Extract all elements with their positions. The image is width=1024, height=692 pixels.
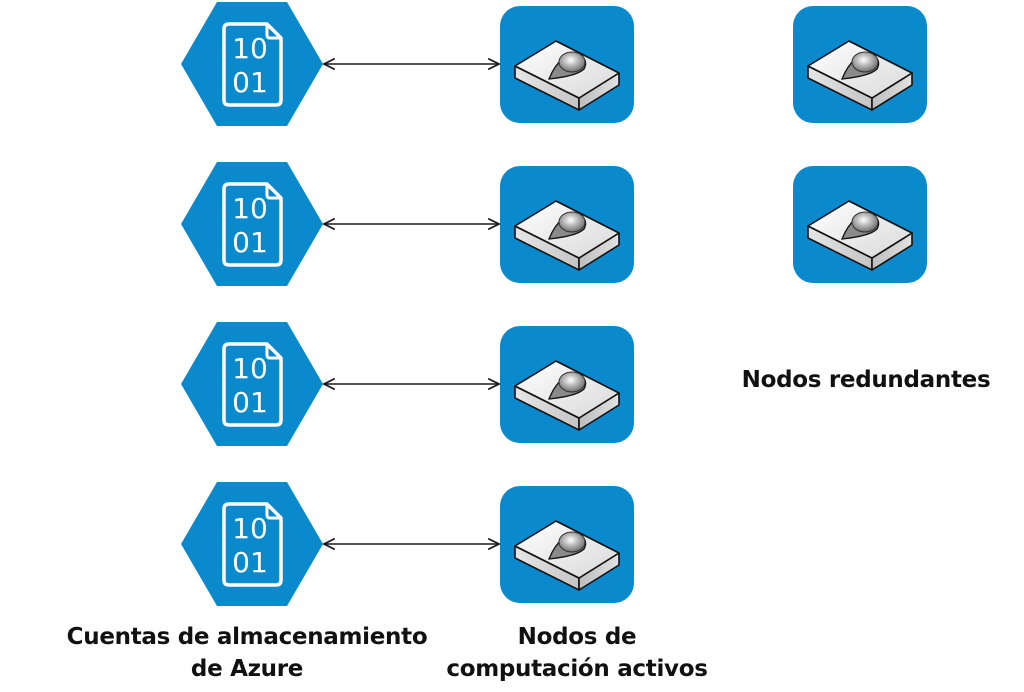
bidirectional-arrow bbox=[322, 57, 502, 71]
storage-label-line2: de Azure bbox=[190, 656, 304, 682]
binary-text-line2: 01 bbox=[232, 226, 268, 259]
binary-text-line1: 10 bbox=[232, 352, 268, 385]
compute-node-icon bbox=[793, 6, 927, 123]
active-compute-node bbox=[500, 6, 634, 123]
redundant-nodes-label: Nodos redundantes bbox=[741, 367, 991, 393]
binary-text-line1: 10 bbox=[232, 32, 268, 65]
binary-text-line2: 01 bbox=[232, 546, 268, 579]
active-label-line2: computación activos bbox=[446, 656, 708, 682]
storage-accounts-label: Cuentas de almacenamiento de Azure bbox=[54, 621, 440, 685]
storage-label-line1: Cuentas de almacenamiento bbox=[66, 624, 428, 650]
bidirectional-arrow bbox=[322, 377, 502, 391]
active-nodes-label: Nodos de computación activos bbox=[432, 621, 722, 685]
compute-node-icon bbox=[793, 166, 927, 283]
binary-text-line2: 01 bbox=[232, 386, 268, 419]
active-compute-node bbox=[500, 326, 634, 443]
bidirectional-arrow bbox=[322, 217, 502, 231]
compute-node-icon bbox=[500, 6, 634, 123]
active-compute-node bbox=[500, 166, 634, 283]
redundant-compute-node bbox=[793, 166, 927, 283]
redundant-compute-node bbox=[793, 6, 927, 123]
bidirectional-arrow bbox=[322, 537, 502, 551]
compute-node-icon bbox=[500, 166, 634, 283]
binary-text-line2: 01 bbox=[232, 66, 268, 99]
active-label-line1: Nodos de bbox=[517, 624, 637, 650]
binary-text-line1: 10 bbox=[232, 512, 268, 545]
compute-node-icon bbox=[500, 326, 634, 443]
active-compute-node bbox=[500, 486, 634, 603]
binary-text-line1: 10 bbox=[232, 192, 268, 225]
compute-node-icon bbox=[500, 486, 634, 603]
